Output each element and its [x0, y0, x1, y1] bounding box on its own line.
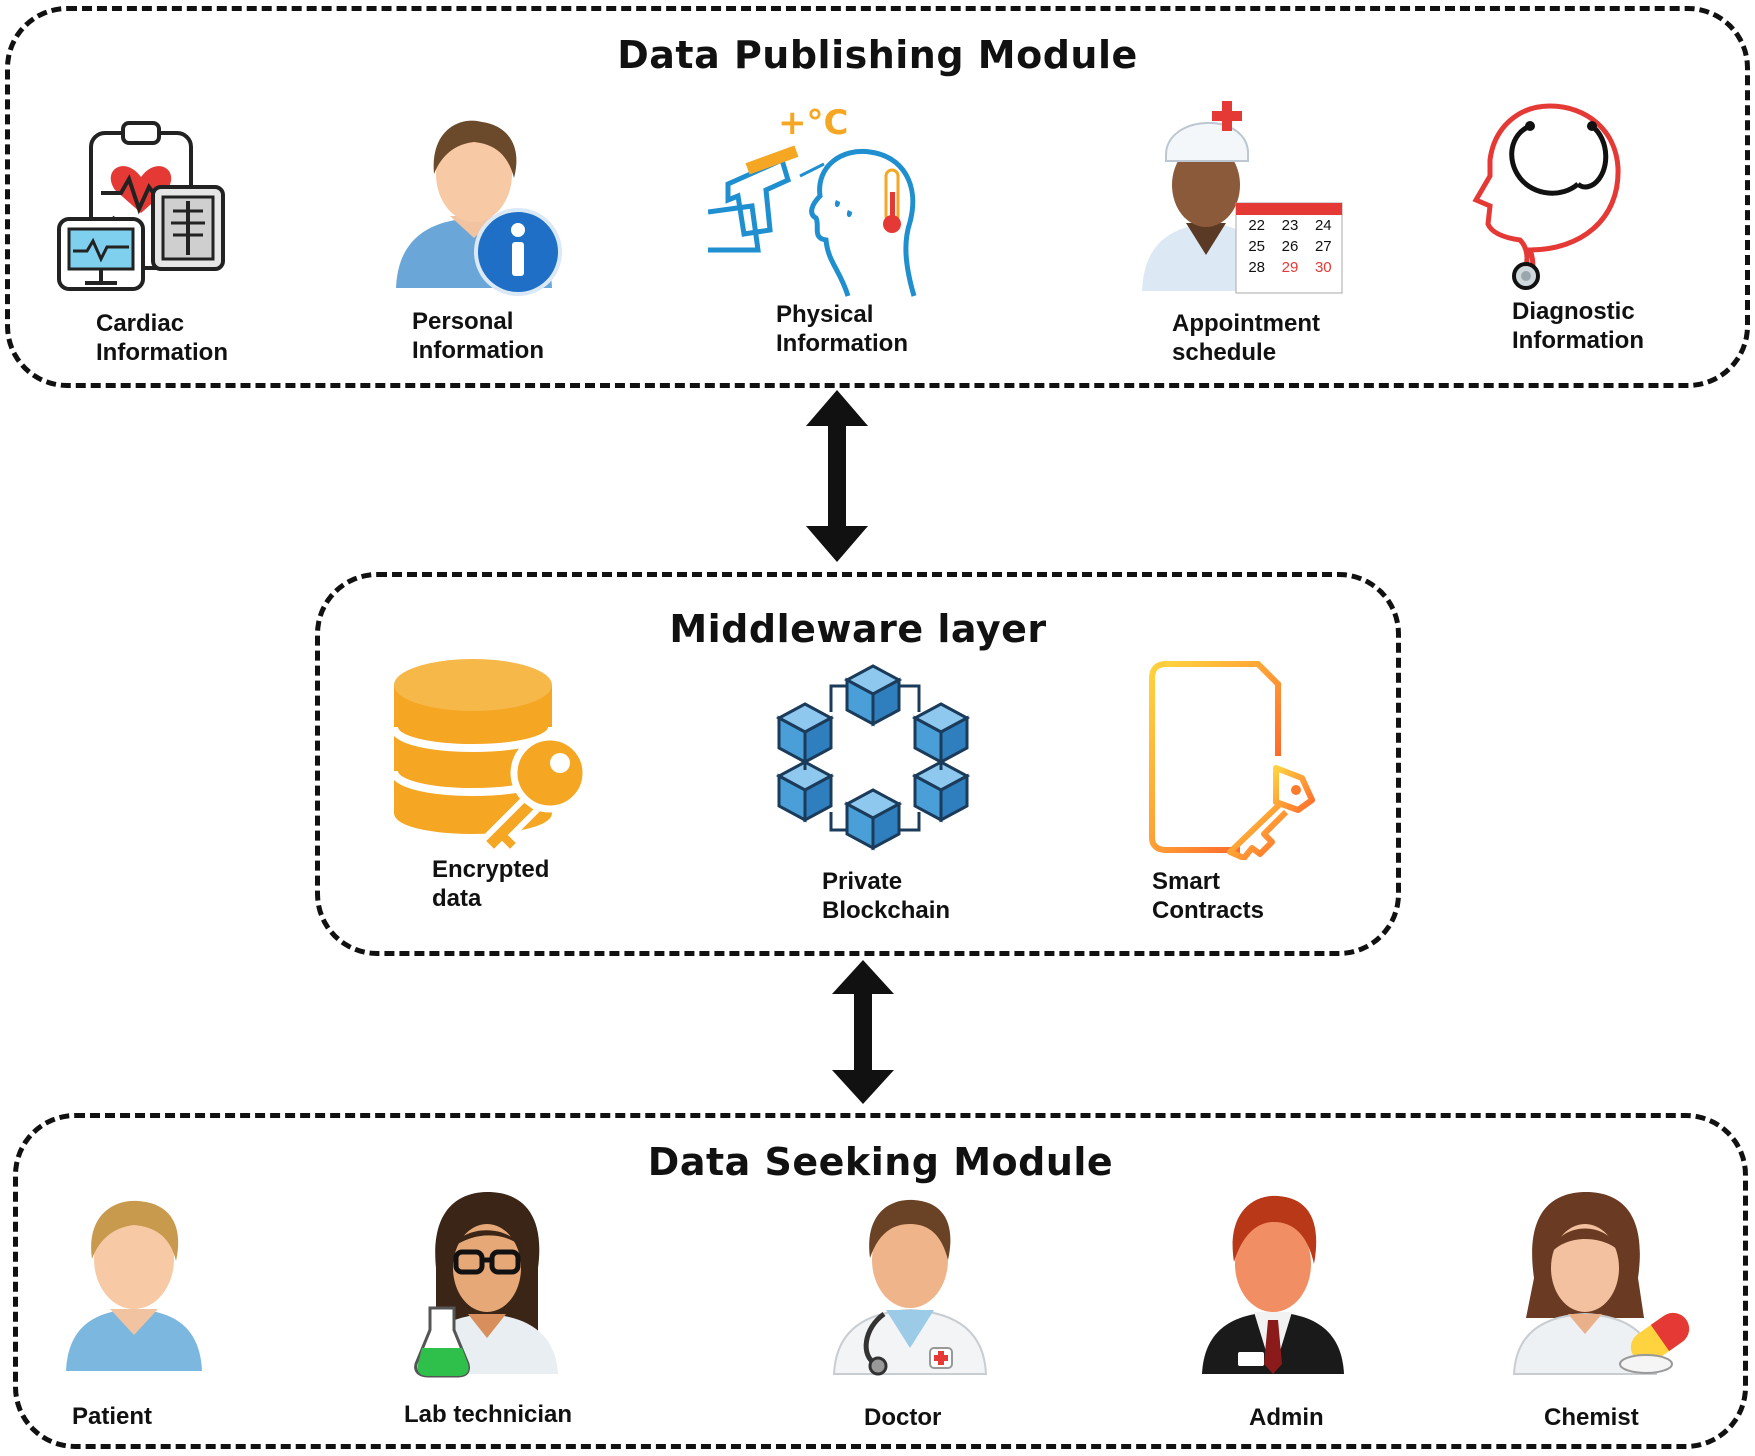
- admin-avatar-icon: [1202, 1195, 1344, 1374]
- doctor-avatar-icon: [832, 1199, 988, 1376]
- calendar-grid: 22 23 24 25 26 27 28 29 30: [1240, 217, 1340, 276]
- calendar-day: 28: [1248, 259, 1265, 276]
- physical-information-node: +°C: [708, 100, 938, 300]
- calendar-day: 26: [1281, 238, 1299, 255]
- lab-technician-avatar-icon: [414, 1192, 558, 1378]
- calendar-day: 25: [1248, 238, 1265, 255]
- appointment-schedule-node: 22 23 24 25 26 27 28 29 30: [1140, 95, 1345, 295]
- calendar-day: 27: [1314, 238, 1332, 255]
- private-blockchain-node: [775, 662, 975, 862]
- lab-technician-node: [412, 1188, 562, 1378]
- doctor-calendar-icon: [1142, 101, 1343, 294]
- stethoscope-head-icon: [1472, 103, 1621, 290]
- calendar-day: 30: [1314, 259, 1332, 276]
- doctor-label: Doctor: [864, 1404, 942, 1431]
- patient-avatar-icon: [66, 1200, 202, 1371]
- contract-key-icon: [1149, 661, 1315, 860]
- calendar-day: 22: [1248, 217, 1265, 234]
- data-seeking-module: Data Seeking Module: [13, 1113, 1748, 1449]
- cardiac-report-icon: [57, 121, 225, 291]
- admin-label: Admin: [1249, 1404, 1324, 1431]
- chemist-label: Chemist: [1544, 1404, 1639, 1431]
- data-publishing-module-title: Data Publishing Module: [617, 33, 1138, 77]
- data-publishing-module: Data Publishing Module: [5, 6, 1750, 388]
- smart-contracts-node: [1148, 660, 1318, 860]
- encrypted-data-node: [390, 655, 590, 855]
- physical-information-label: Physical Information: [776, 301, 908, 357]
- doctor-node: [830, 1188, 990, 1378]
- smart-contracts-label: Smart Contracts: [1152, 868, 1265, 924]
- thermometer-scan-icon: +°C: [708, 103, 917, 297]
- admin-node: [1198, 1188, 1348, 1378]
- database-key-icon: [390, 659, 590, 855]
- cardiac-information-node: [55, 115, 235, 295]
- blockchain-cubes-icon: [775, 664, 971, 851]
- middleware-layer-module: Middleware layer: [315, 572, 1401, 956]
- chemist-node: [1510, 1188, 1690, 1378]
- temperature-badge: +°C: [778, 103, 848, 143]
- bidirectional-arrow-top: [806, 390, 868, 562]
- diagnostic-information-node: [1470, 100, 1650, 295]
- personal-information-label: Personal Information: [412, 308, 544, 364]
- personal-information-node: [390, 108, 580, 298]
- lab-technician-label: Lab technician: [404, 1401, 573, 1428]
- patient-label: Patient: [72, 1403, 153, 1430]
- private-blockchain-label: Private Blockchain: [822, 868, 951, 924]
- chemist-avatar-icon: [1512, 1192, 1690, 1375]
- encrypted-data-label: Encrypted data: [432, 856, 550, 912]
- calendar-day: 23: [1281, 217, 1299, 234]
- calendar-day: 24: [1314, 217, 1332, 234]
- person-info-icon: [396, 120, 562, 296]
- calendar-day: 29: [1281, 259, 1299, 276]
- middleware-layer-title: Middleware layer: [669, 607, 1047, 651]
- data-seeking-module-title: Data Seeking Module: [647, 1140, 1114, 1184]
- appointment-schedule-label: Appointment schedule: [1172, 310, 1320, 366]
- bidirectional-arrow-bottom: [832, 960, 894, 1104]
- patient-node: [60, 1195, 210, 1375]
- diagnostic-information-label: Diagnostic Information: [1512, 298, 1644, 354]
- cardiac-information-label: Cardiac Information: [96, 310, 228, 366]
